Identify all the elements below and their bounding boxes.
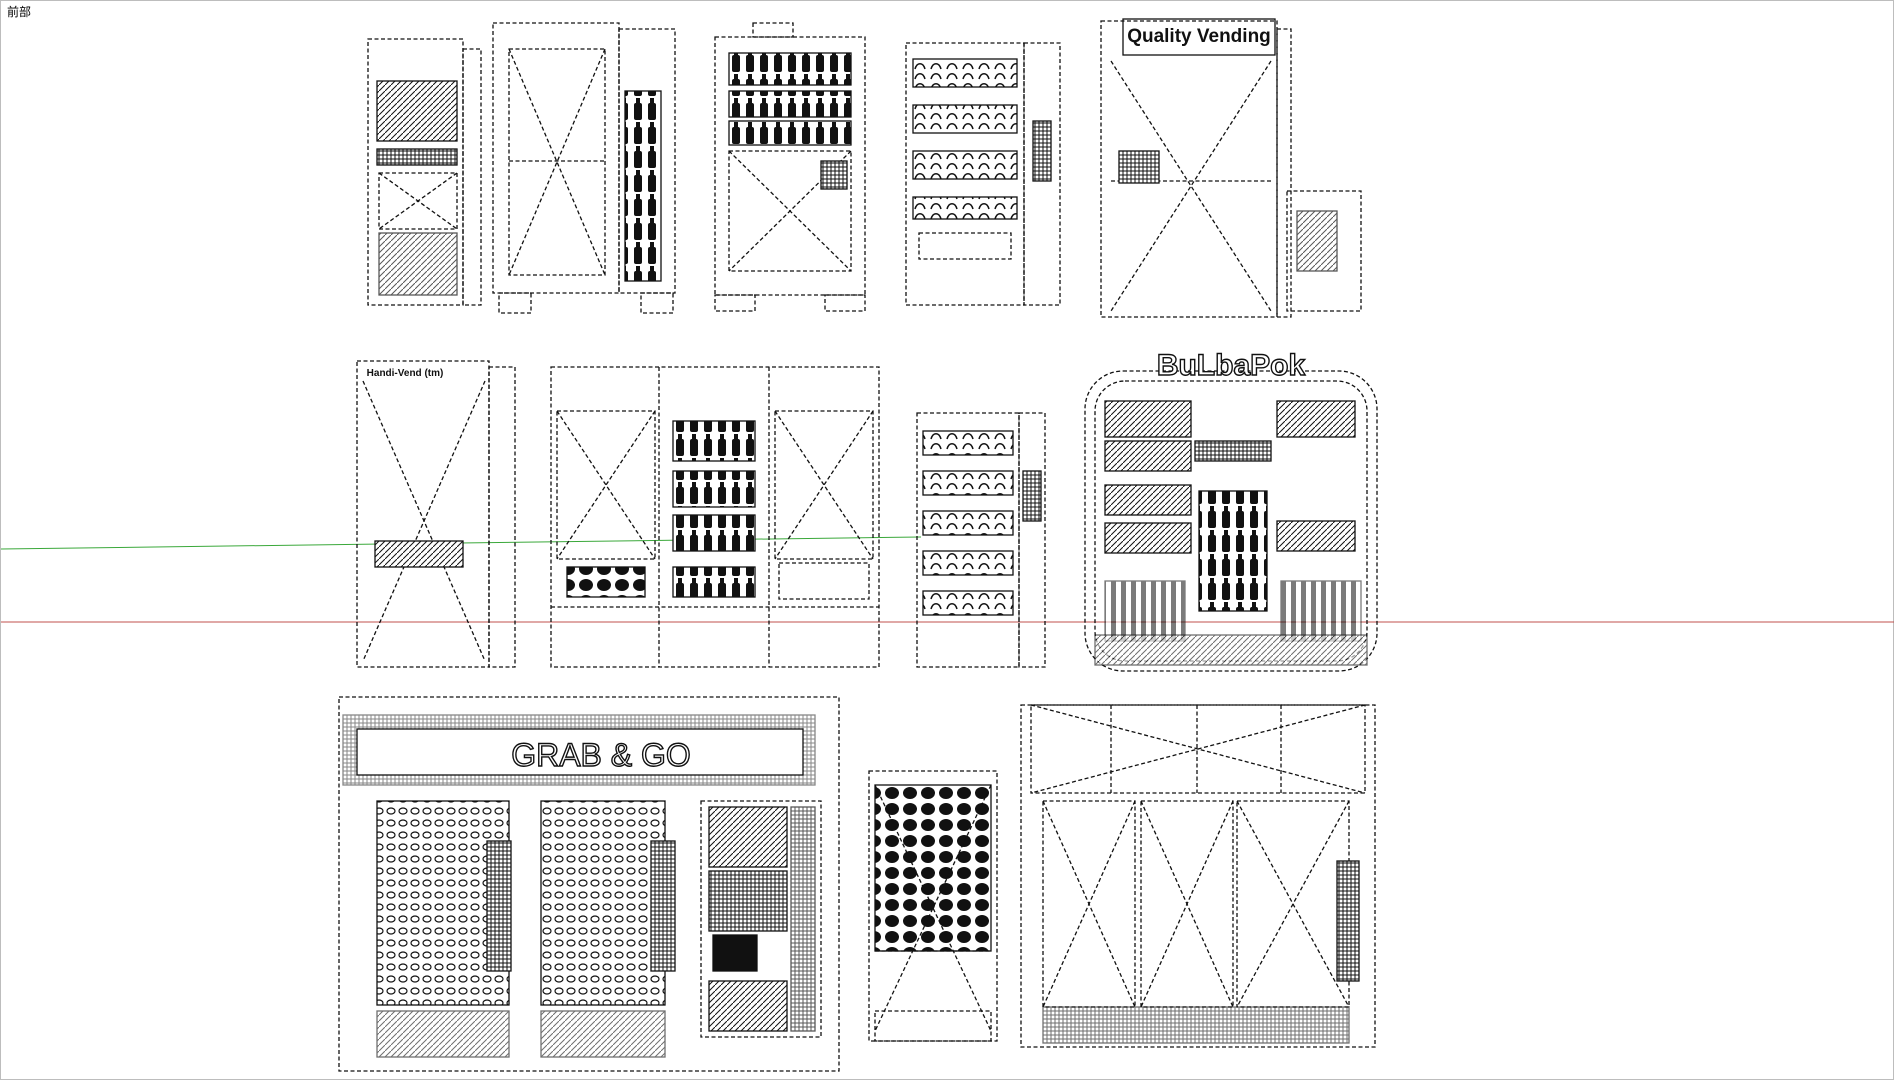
kiosk-sign: BuLbaPok	[1157, 349, 1306, 382]
quality-vending-sign: Quality Vending	[1127, 26, 1271, 47]
model-kiosk-shop[interactable]: BuLbaPok	[1084, 348, 1378, 672]
model-snack-vending-machine[interactable]	[367, 38, 482, 306]
model-triple-cooler-wall[interactable]	[1020, 704, 1376, 1048]
scene-name-label: 前部	[7, 5, 32, 19]
grab-and-go-sign: GRAB & GO	[511, 737, 691, 773]
handi-vend-sign: Handi-Vend (tm)	[367, 368, 444, 379]
model-quality-vending-machine[interactable]: Quality Vending	[1100, 18, 1362, 318]
model-glass-door-vending-machine[interactable]	[492, 22, 676, 314]
model-display-cabinet-wall[interactable]	[550, 366, 880, 668]
model-open-cooler[interactable]	[868, 770, 998, 1042]
model-handi-vend-machine[interactable]: Handi-Vend (tm)	[356, 360, 516, 668]
model-spiral-snack-vending-machine-2[interactable]	[916, 412, 1046, 668]
model-spiral-snack-vending-machine[interactable]	[905, 42, 1061, 306]
model-bottle-vending-machine[interactable]	[714, 22, 866, 312]
model-grab-and-go-station[interactable]: GRAB & GO	[338, 696, 840, 1072]
